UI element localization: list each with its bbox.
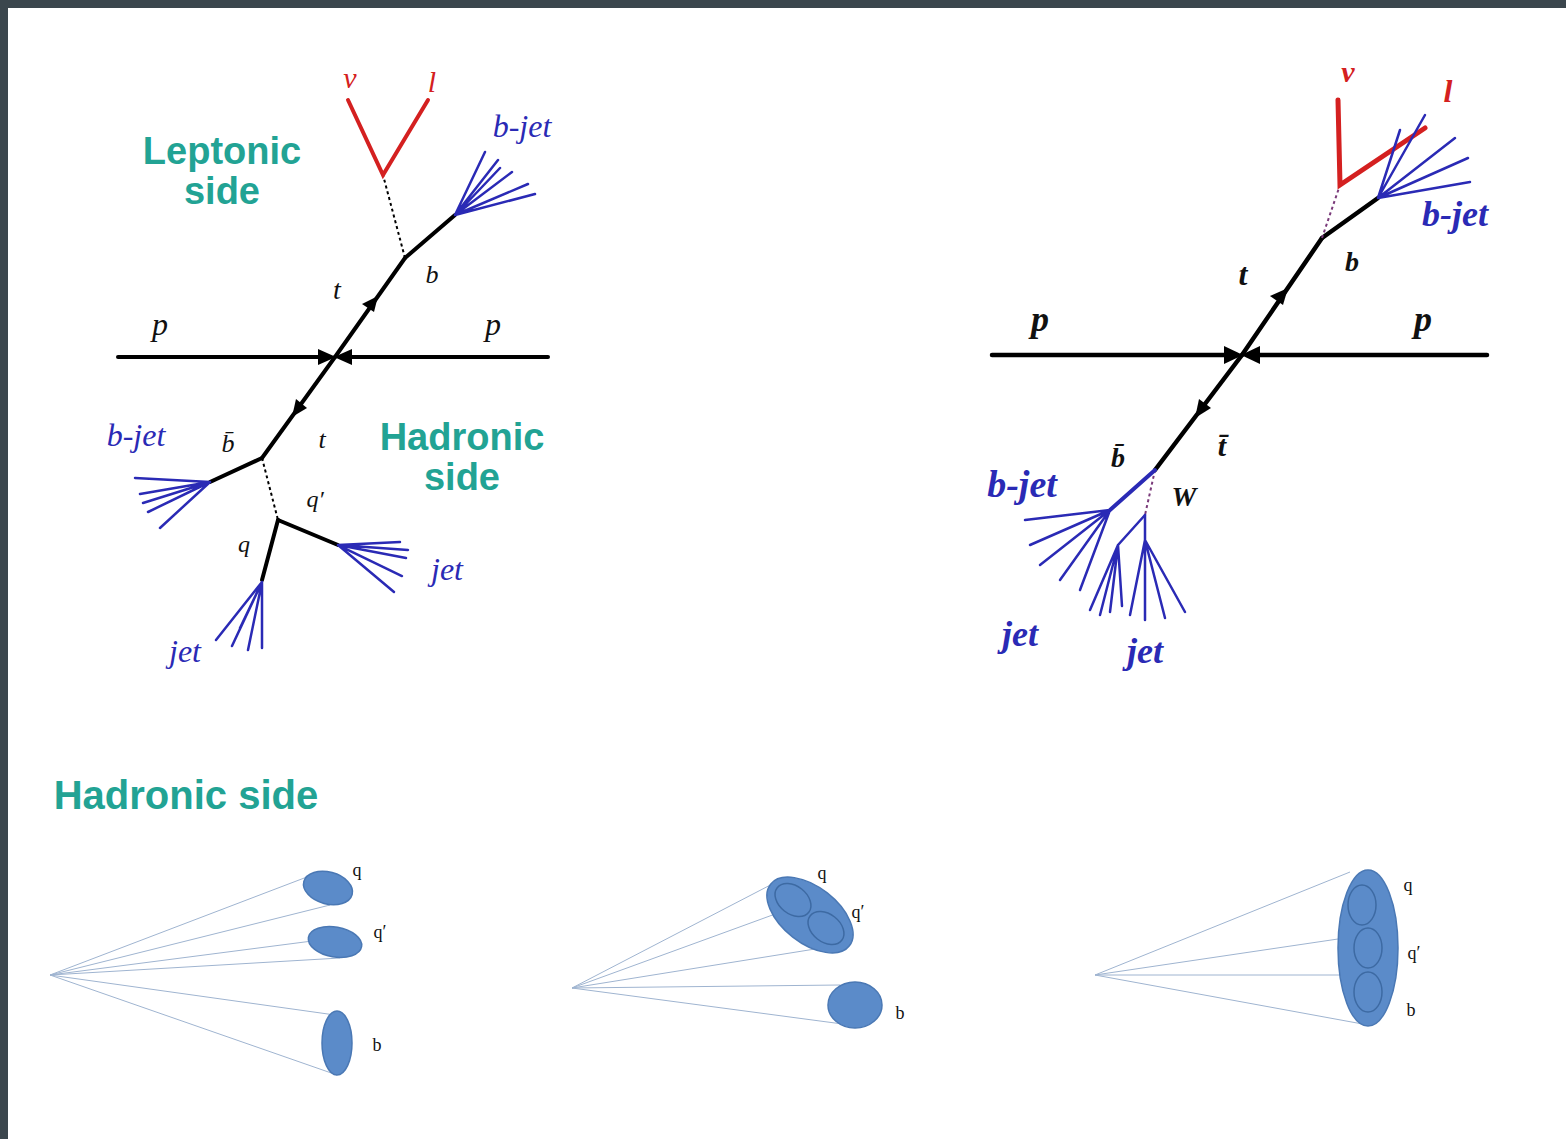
particle-label: t [318,426,325,453]
parton-label: q [1404,876,1413,895]
particle-label: ν [1341,56,1354,88]
beam-label: p [1414,301,1432,339]
jet-label: b-jet [1422,196,1488,234]
parton-label: b [896,1004,905,1023]
jet-label: jet [169,635,201,669]
parton-label: q [818,864,827,883]
particle-label: q [238,532,250,557]
particle-label: b [426,261,439,288]
beam-label: p [152,308,168,342]
parton-label: b [1407,1001,1416,1020]
particle-label: b [1345,247,1359,276]
section-heading: Hadronic side [54,774,319,816]
particle-label: l [1444,75,1453,109]
parton-label: q′ [374,923,387,942]
parton-label: b [373,1036,382,1055]
parton-label: q [353,861,362,880]
particle-label: t̄ [1218,430,1226,462]
jet-label: b-jet [493,110,552,144]
jet-label: jet [1002,616,1038,654]
parton-label: q′ [852,903,865,922]
side-label: Leptonic side [122,132,322,212]
jet-label: b-jet [107,419,166,453]
jet-label: jet [431,553,463,587]
particle-label: l [428,66,436,98]
particle-label: b̄ [222,430,235,457]
jet-label: jet [1127,633,1163,671]
particle-label: q′ [306,487,323,512]
parton-label: q′ [1408,944,1421,963]
particle-label: t [1239,258,1248,292]
particle-label: t [333,275,341,304]
particle-label: ν [343,62,356,94]
particle-label: b̄ [1111,443,1125,472]
side-label: Hadronic side [362,418,562,498]
beam-label: p [485,308,501,342]
beam-label: p [1031,301,1049,339]
particle-label: W [1172,482,1197,511]
jet-label: b-jet [987,465,1057,505]
